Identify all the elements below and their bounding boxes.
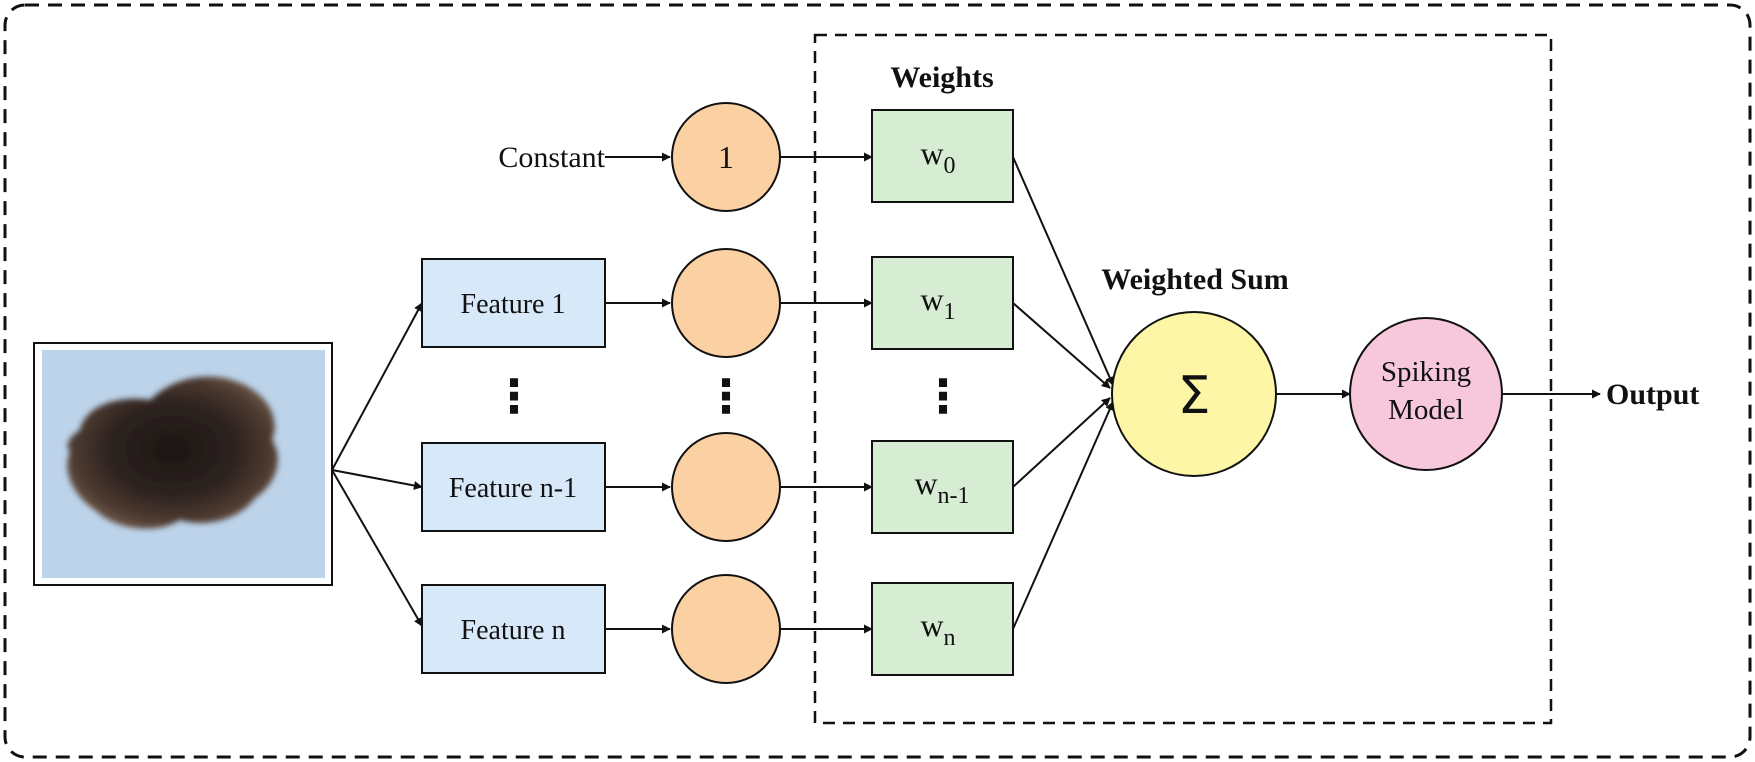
spiking-label-line1: Spiking	[1381, 356, 1471, 388]
weight-label-wn-1: wn-1	[914, 465, 969, 509]
node-constant-value: 1	[718, 139, 734, 175]
constant-label: Constant	[498, 141, 605, 174]
outer-frame	[3, 3, 1752, 759]
arrow-image-feature-n	[331, 469, 423, 627]
weight-box-w1: w1	[871, 256, 1014, 350]
weights-title: Weights	[890, 61, 993, 94]
node-feature-n	[671, 574, 781, 684]
sum-node: Σ	[1111, 311, 1277, 477]
input-image	[33, 342, 333, 586]
spiking-label-line2: Model	[1388, 394, 1464, 426]
feature-label-1: Feature 1	[461, 289, 566, 320]
ellipsis-features: ⋮	[491, 369, 537, 423]
node-feature-n-1	[671, 432, 781, 542]
feature-label-n-1: Feature n-1	[449, 473, 577, 504]
weight-label-wn: wn	[920, 607, 955, 651]
feature-box-n-1: Feature n-1	[421, 442, 606, 532]
arrow-w0-sum	[1012, 156, 1114, 386]
ellipsis-weights: ⋮	[920, 369, 966, 423]
arrow-image-feature-n-1	[331, 469, 423, 490]
weight-box-wn: wn	[871, 582, 1014, 676]
weight-label-w1: w1	[920, 281, 955, 325]
node-constant: 1	[671, 102, 781, 212]
sum-symbol: Σ	[1178, 366, 1211, 426]
skin-lesion	[67, 376, 278, 529]
arrow-wn-1-sum	[1012, 397, 1111, 488]
feature-box-1: Feature 1	[421, 258, 606, 348]
weights-region	[813, 33, 1553, 725]
weight-label-w0: w0	[920, 135, 955, 179]
feature-box-n: Feature n	[421, 584, 606, 674]
node-feature-1	[671, 248, 781, 358]
arrow-wn-sum	[1012, 401, 1114, 630]
arrow-w1-sum	[1012, 302, 1111, 389]
spiking-model-node: Spiking Model	[1349, 317, 1503, 471]
ellipsis-nodes: ⋮	[703, 369, 749, 423]
weighted-sum-title: Weighted Sum	[1101, 263, 1289, 296]
feature-label-n: Feature n	[461, 615, 566, 646]
output-label: Output	[1606, 378, 1699, 411]
weight-box-wn-1: wn-1	[871, 440, 1014, 534]
arrow-image-feature-1	[331, 302, 423, 471]
weight-box-w0: w0	[871, 109, 1014, 203]
